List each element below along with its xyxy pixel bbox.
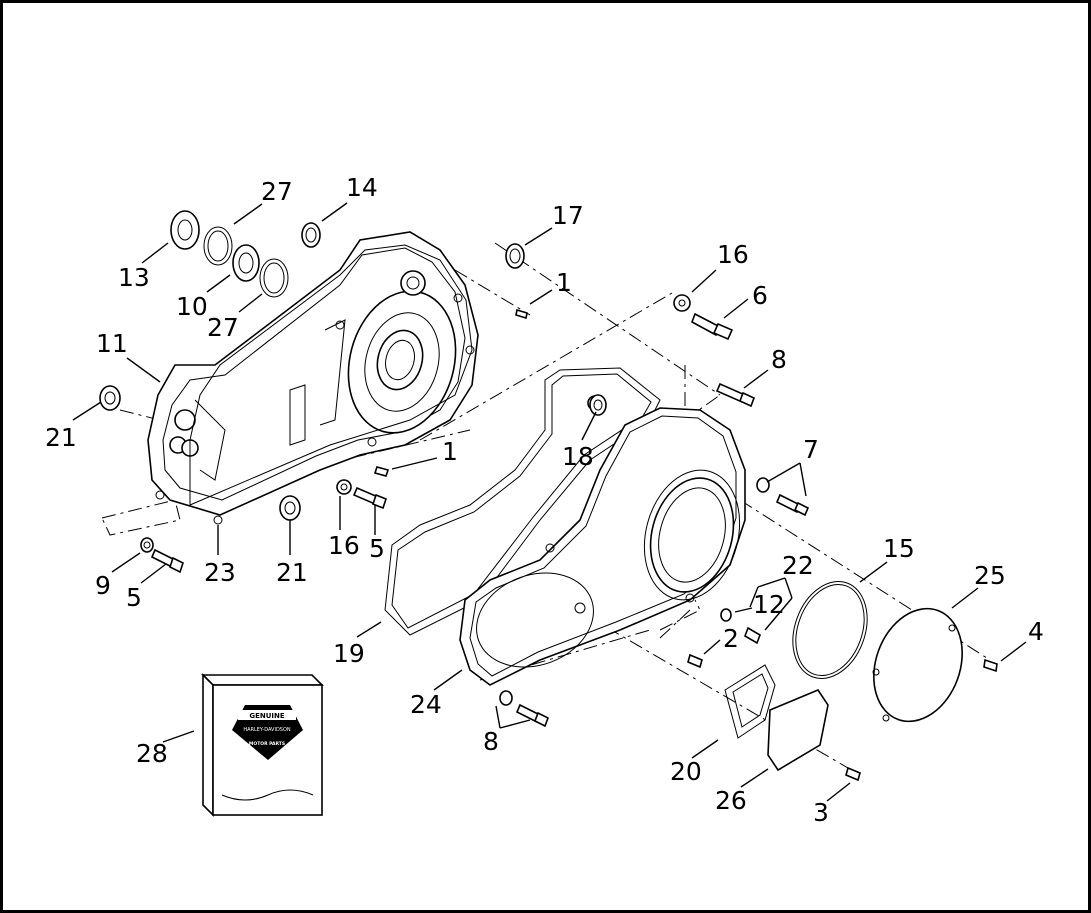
callout-18-bushing: 18	[562, 442, 594, 471]
bearing-13	[170, 210, 200, 250]
logo-word-brand: HARLEY-DAVIDSON	[243, 727, 291, 733]
clip-16a	[673, 294, 691, 312]
bolt-8a	[715, 382, 756, 408]
exploded-parts-diagram: GENUINE HARLEY-DAVIDSON MOTOR PARTS	[45, 173, 1044, 827]
dowel-1b	[373, 466, 390, 477]
plug-2	[687, 653, 703, 669]
bolt-7	[775, 493, 810, 517]
clip-16b	[336, 479, 352, 495]
service-manual-28: GENUINE HARLEY-DAVIDSON MOTOR PARTS	[201, 673, 324, 817]
retaining-ring-27a	[203, 226, 233, 266]
retaining-ring-27b	[259, 258, 289, 298]
seal-14	[301, 222, 321, 248]
callout-9-washer: 9	[95, 571, 111, 600]
callout-19-gasket: 19	[333, 639, 365, 668]
bolt-8b	[515, 703, 550, 728]
callout-28-manual: 28	[136, 739, 168, 768]
washer-12	[720, 608, 732, 622]
callout-2-plug: 2	[723, 624, 739, 653]
callout-8-bolt-upper: 8	[771, 345, 787, 374]
callout-25-derby-cover: 25	[974, 561, 1006, 590]
harley-logo: GENUINE HARLEY-DAVIDSON MOTOR PARTS	[232, 705, 303, 760]
callout-21-bearing-right: 21	[276, 558, 308, 587]
screw-3	[845, 766, 861, 782]
callout-5-bolt-lower: 5	[126, 583, 142, 612]
outer-primary-cover	[459, 395, 746, 686]
outer-gasket	[384, 367, 661, 636]
inner-primary-housing	[147, 231, 479, 525]
bolt-12	[744, 626, 761, 645]
screw-4	[983, 658, 998, 673]
callout-labels: 27 14 17 13 10 1 16 27 6 11 8 21 18 1 7 …	[45, 173, 1044, 827]
derby-cover-25	[872, 607, 963, 723]
needle-bearing-21a	[99, 385, 121, 411]
washer-8b	[499, 690, 513, 706]
callout-16-clip-lower: 16	[328, 531, 360, 560]
logo-word-genuine: GENUINE	[249, 712, 285, 720]
dowel-1a	[515, 308, 528, 320]
callout-11-inner-housing: 11	[96, 329, 128, 358]
callout-26-cover: 26	[715, 786, 747, 815]
callout-4-screw: 4	[1028, 617, 1044, 646]
callout-27-ring-upper: 27	[261, 177, 293, 206]
callout-5-bolt-upper: 5	[369, 534, 385, 563]
inspection-cover-26	[767, 689, 829, 772]
bolt-5a	[352, 486, 387, 510]
needle-bearing-21b	[279, 495, 301, 521]
callout-21-bearing-left: 21	[45, 423, 77, 452]
callout-15-o-ring: 15	[883, 534, 915, 563]
washer-9	[140, 537, 154, 553]
callout-1-dowel-lower: 1	[442, 437, 458, 466]
callout-22: 22	[782, 551, 814, 580]
callout-10-needle-bearing: 10	[176, 292, 208, 321]
callout-20-gasket: 20	[670, 757, 702, 786]
bushing-17	[505, 243, 525, 269]
callout-13-bearing: 13	[118, 263, 150, 292]
callout-7-bolt: 7	[803, 435, 819, 464]
callout-14-seal: 14	[346, 173, 378, 202]
bolt-5b	[150, 548, 184, 574]
o-ring-15	[792, 581, 868, 679]
leader-lines	[72, 202, 1027, 802]
bushing-18	[589, 394, 607, 416]
callout-17-bushing: 17	[552, 201, 584, 230]
callout-12: 12	[753, 590, 785, 619]
callout-8-bolt-lower: 8	[483, 727, 499, 756]
callout-16-clip-upper: 16	[717, 240, 749, 269]
logo-word-motor-parts: MOTOR PARTS	[249, 741, 285, 747]
washer-7	[756, 477, 770, 493]
inspection-gasket-20	[724, 664, 776, 739]
callout-6-bolt: 6	[752, 281, 768, 310]
callout-27-ring-lower: 27	[207, 313, 239, 342]
inner-gasket	[189, 244, 473, 506]
callout-3-screw: 3	[813, 798, 829, 827]
callout-1-dowel-upper: 1	[556, 268, 572, 297]
callout-24-outer-cover: 24	[410, 690, 442, 719]
callout-23-gasket: 23	[204, 558, 236, 587]
bolt-6	[691, 312, 734, 341]
needle-bearing-10	[232, 244, 260, 282]
